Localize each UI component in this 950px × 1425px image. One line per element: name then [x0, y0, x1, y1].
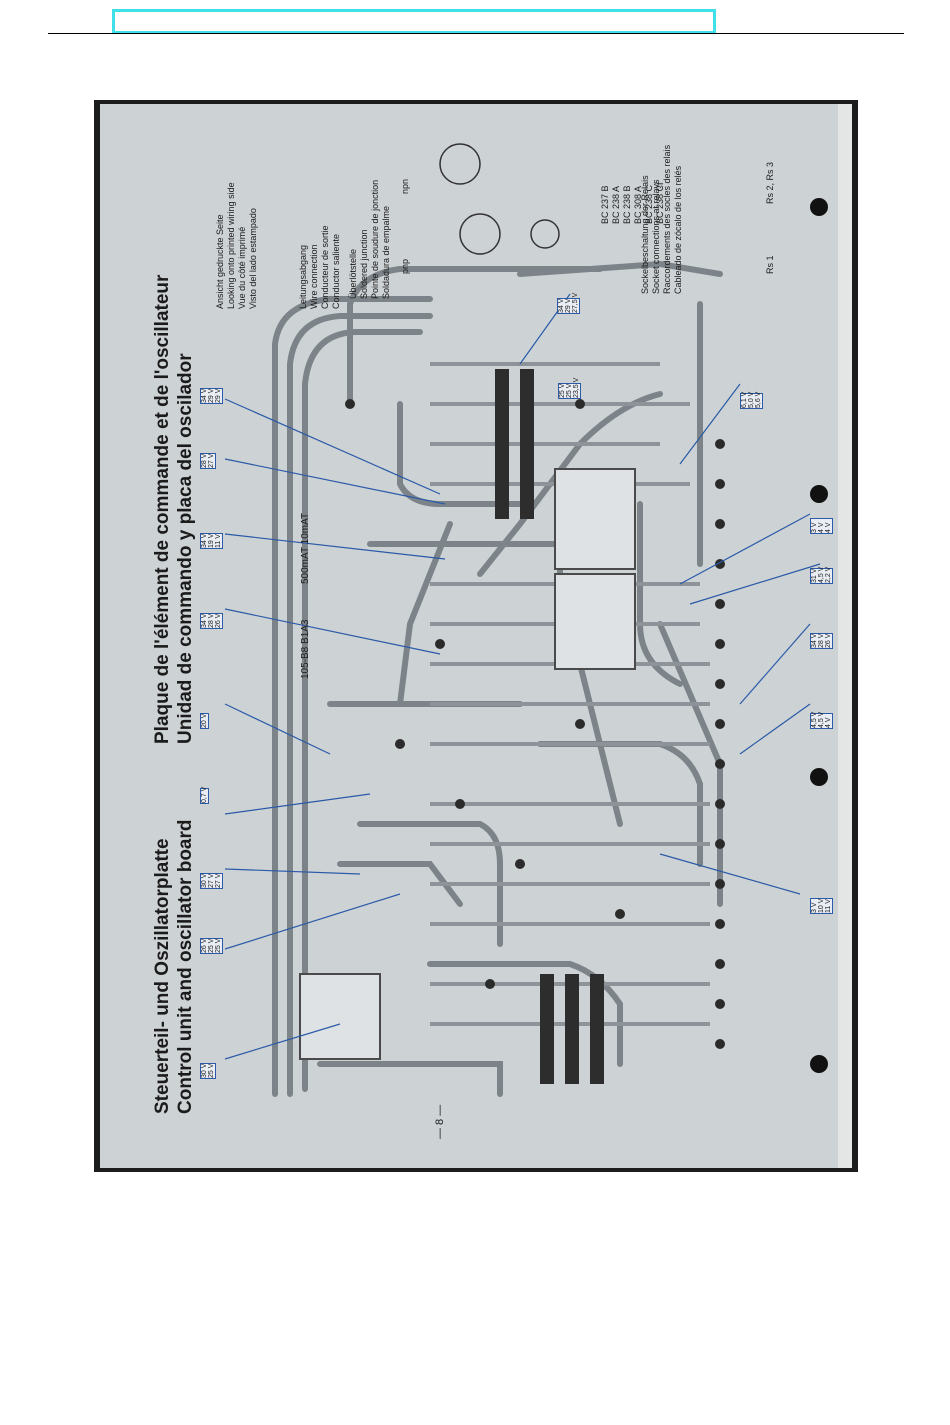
rotated-text-layer: Steuerteil- und Oszillatorplatte Control…: [100, 104, 838, 1168]
header-rule: [48, 33, 904, 34]
fuse-label: 500mAT 10mAT: [300, 512, 311, 584]
paper-margin: [838, 104, 852, 1168]
title-german: Steuerteil- und Oszillatorplatte: [152, 838, 173, 1114]
relay-label-rs2-rs3: Rs 2, Rs 3: [765, 161, 775, 204]
relay-label-rs1: Rs 1: [765, 255, 775, 274]
schematic-paper: [100, 104, 838, 1168]
page-number: — 8 —: [434, 1104, 446, 1139]
header-highlight-box: [112, 9, 716, 34]
legend-npn: npn: [400, 178, 410, 194]
circuit-board-diagram: [224, 143, 828, 1097]
legend-pnp: pnp: [400, 258, 410, 274]
voltage-box-6: 0,7 V: [200, 786, 209, 804]
title-spanish: Unidad de commando y placa del oscilador: [175, 353, 196, 744]
board-part-number: 105-B8 B1A3: [300, 619, 311, 680]
voltage-box-5: 20 V: [200, 713, 209, 729]
title-french: Plaque de l'élément de commande et de l'…: [152, 274, 173, 744]
title-english: Control unit and oscillator board: [175, 819, 196, 1115]
